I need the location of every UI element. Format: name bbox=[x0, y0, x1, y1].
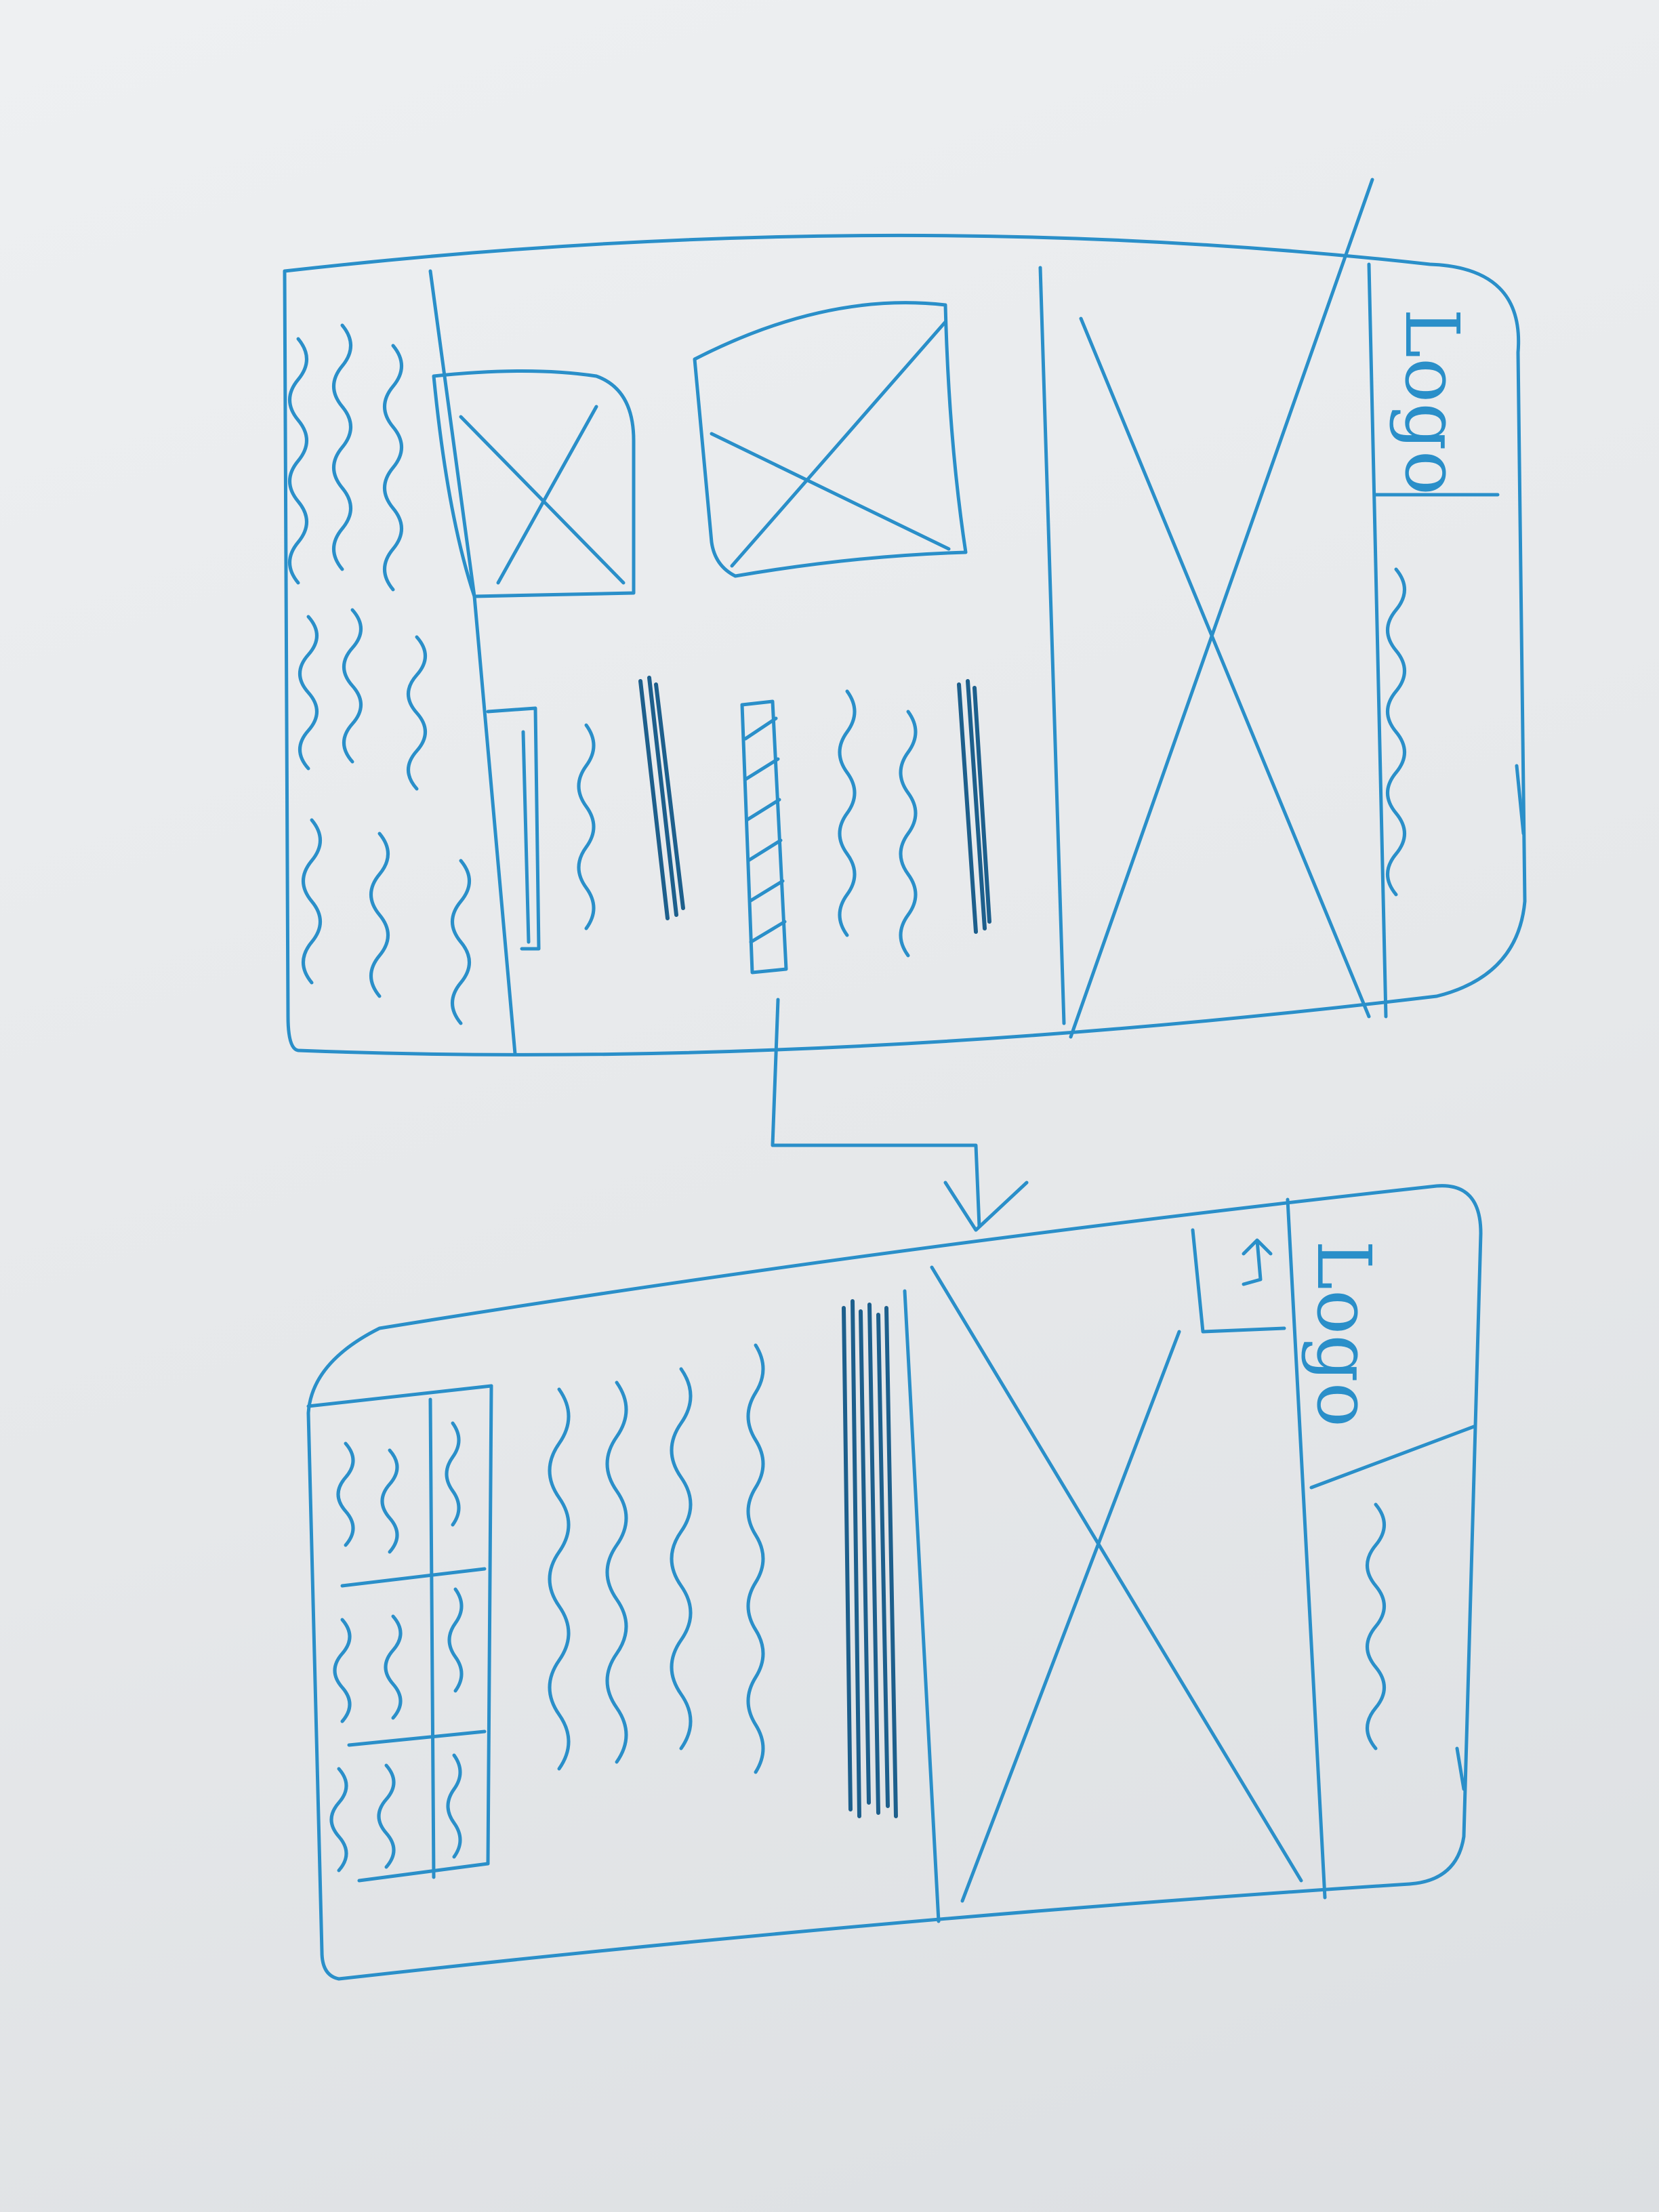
bottom-wireframe-frame bbox=[306, 1184, 1483, 1981]
text-scribble bbox=[336, 1441, 355, 1547]
active-button-hatched bbox=[740, 699, 788, 975]
text-scribble bbox=[446, 1753, 462, 1859]
hero-left-border bbox=[903, 1289, 941, 1923]
text-scribble bbox=[298, 615, 319, 771]
top-header: Logo bbox=[1367, 262, 1525, 1019]
text-scribble bbox=[332, 323, 352, 571]
thumbnail-frame-2 bbox=[693, 301, 968, 578]
text-scribble bbox=[288, 337, 308, 585]
hero-image-cross bbox=[1069, 178, 1374, 1039]
button-shape-1 bbox=[638, 676, 685, 920]
button-shape-2 bbox=[957, 679, 991, 934]
grid-bottom bbox=[357, 1862, 490, 1883]
back-button-frame bbox=[1191, 1228, 1286, 1334]
image-placeholder-cross bbox=[496, 405, 598, 585]
text-scribble bbox=[746, 1343, 765, 1774]
image-placeholder-icon bbox=[710, 432, 951, 551]
bottom-logo-text: Logo bbox=[1300, 1240, 1387, 1427]
thumbnail-image-1 bbox=[432, 369, 636, 598]
image-placeholder-cross bbox=[730, 320, 947, 568]
text-scribble bbox=[445, 1421, 461, 1527]
bottom-hero-image bbox=[903, 1265, 1303, 1923]
text-scribble bbox=[548, 1387, 571, 1771]
text-scribble bbox=[670, 1367, 693, 1750]
grid-top bbox=[306, 1384, 493, 1408]
header-nav-scribble bbox=[1386, 567, 1406, 897]
thumbnail-image-2 bbox=[693, 301, 968, 578]
edge-tick bbox=[1455, 1746, 1466, 1791]
text-scribble bbox=[407, 635, 427, 791]
text-scribble bbox=[447, 1587, 464, 1693]
header-divider bbox=[1286, 1197, 1327, 1900]
text-scribble bbox=[302, 818, 322, 985]
down-arrow-icon bbox=[943, 1181, 1029, 1232]
text-scribble bbox=[605, 1380, 628, 1764]
hero-image-cross bbox=[960, 1330, 1181, 1903]
text-scribble bbox=[383, 344, 403, 592]
image-placeholder-icon bbox=[459, 415, 626, 585]
bottom-wireframe: Logo bbox=[306, 1184, 1483, 1981]
bottom-grid bbox=[306, 1384, 493, 1883]
hero-image-placeholder-icon bbox=[930, 1265, 1303, 1883]
text-scribble bbox=[377, 1763, 396, 1869]
content-divider-lower bbox=[472, 594, 517, 1056]
text-scribble bbox=[384, 1614, 403, 1720]
list-bar bbox=[521, 730, 531, 944]
text-scribble bbox=[899, 710, 918, 958]
back-arrow-icon bbox=[1242, 1238, 1273, 1286]
grid-row-2 bbox=[347, 1729, 487, 1747]
flow-arrow-line bbox=[771, 998, 981, 1229]
hero-image-placeholder-icon bbox=[1079, 316, 1371, 1019]
text-scribble bbox=[333, 1618, 352, 1723]
flow-arrow bbox=[771, 998, 1029, 1232]
thumbnail-frame-1 bbox=[432, 369, 636, 598]
grid-right bbox=[486, 1384, 493, 1866]
text-scribble bbox=[838, 689, 857, 937]
list-bracket bbox=[486, 706, 541, 951]
bottom-button-block bbox=[842, 1299, 898, 1818]
text-scribble bbox=[577, 723, 596, 930]
text-scribble bbox=[329, 1767, 348, 1872]
edge-tick bbox=[1515, 764, 1525, 836]
hero-left-border bbox=[1038, 266, 1066, 1025]
bottom-text-blocks bbox=[548, 1343, 765, 1774]
grid-row-1 bbox=[340, 1567, 487, 1588]
text-scribble bbox=[369, 832, 390, 998]
top-logo-text: Logo bbox=[1389, 308, 1475, 495]
top-hero-image bbox=[1038, 178, 1374, 1039]
top-content-list bbox=[486, 676, 991, 975]
top-wireframe-frame bbox=[283, 233, 1527, 1057]
logo-divider bbox=[1309, 1425, 1476, 1490]
bottom-header: Logo bbox=[1191, 1197, 1476, 1900]
grid-mid bbox=[428, 1397, 436, 1879]
content-divider-upper bbox=[428, 269, 476, 598]
hatched-button-frame bbox=[740, 699, 788, 975]
header-nav-scribble bbox=[1366, 1502, 1386, 1750]
top-wireframe: Logo bbox=[283, 178, 1527, 1057]
text-scribble bbox=[342, 608, 363, 764]
header-divider bbox=[1367, 262, 1388, 1019]
text-scribble bbox=[451, 859, 471, 1025]
text-scribble bbox=[380, 1448, 399, 1554]
top-left-text-blocks bbox=[288, 323, 471, 1025]
